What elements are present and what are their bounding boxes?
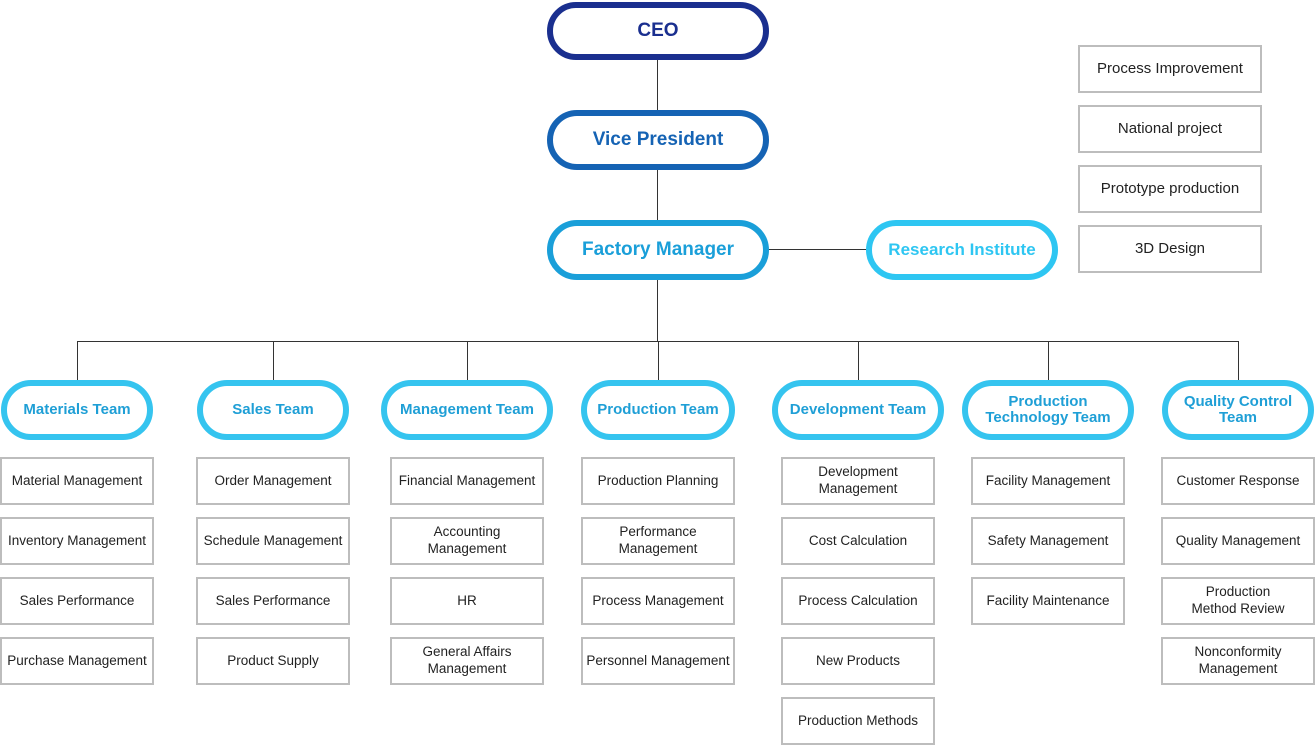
research-task-box: 3D Design [1078, 225, 1262, 273]
vice-president-node: Vice President [547, 110, 769, 170]
team-node: Quality Control Team [1162, 380, 1314, 440]
connector-team-drop [1048, 341, 1049, 382]
task-box: Production Methods [781, 697, 935, 745]
task-box: Personnel Management [581, 637, 735, 685]
task-box: Facility Management [971, 457, 1125, 505]
task-box: Process Calculation [781, 577, 935, 625]
connector-fm-bus [657, 278, 658, 342]
connector-team-drop [77, 341, 78, 382]
connector-ceo-vp [657, 58, 658, 112]
task-box: Development Management [781, 457, 935, 505]
connector-fm-research [768, 249, 868, 250]
task-box: Nonconformity Management [1161, 637, 1315, 685]
task-box: Material Management [0, 457, 154, 505]
task-box: Sales Performance [0, 577, 154, 625]
connector-team-drop [1238, 341, 1239, 382]
connector-team-drop [658, 341, 659, 382]
task-box: Inventory Management [0, 517, 154, 565]
team-node: Materials Team [1, 380, 153, 440]
task-box: Safety Management [971, 517, 1125, 565]
connector-team-drop [467, 341, 468, 382]
team-node: Management Team [381, 380, 553, 440]
task-box: Quality Management [1161, 517, 1315, 565]
team-node: Development Team [772, 380, 944, 440]
task-box: Performance Management [581, 517, 735, 565]
factory-manager-node: Factory Manager [547, 220, 769, 280]
task-box: HR [390, 577, 544, 625]
task-box: General Affairs Management [390, 637, 544, 685]
task-box: New Products [781, 637, 935, 685]
task-box: Facility Maintenance [971, 577, 1125, 625]
task-box: Financial Management [390, 457, 544, 505]
connector-team-drop [858, 341, 859, 382]
task-box: Accounting Management [390, 517, 544, 565]
research-institute-node: Research Institute [866, 220, 1058, 280]
research-task-box: Process Improvement [1078, 45, 1262, 93]
task-box: Customer Response [1161, 457, 1315, 505]
team-node: Production Team [581, 380, 735, 440]
task-box: Purchase Management [0, 637, 154, 685]
task-box: Product Supply [196, 637, 350, 685]
connector-team-drop [273, 341, 274, 382]
research-task-box: Prototype production [1078, 165, 1262, 213]
task-box: Production Method Review [1161, 577, 1315, 625]
task-box: Production Planning [581, 457, 735, 505]
task-box: Order Management [196, 457, 350, 505]
team-node: Sales Team [197, 380, 349, 440]
task-box: Process Management [581, 577, 735, 625]
task-box: Cost Calculation [781, 517, 935, 565]
ceo-node: CEO [547, 2, 769, 60]
task-box: Schedule Management [196, 517, 350, 565]
task-box: Sales Performance [196, 577, 350, 625]
team-node: Production Technology Team [962, 380, 1134, 440]
research-task-box: National project [1078, 105, 1262, 153]
connector-vp-fm [657, 168, 658, 222]
